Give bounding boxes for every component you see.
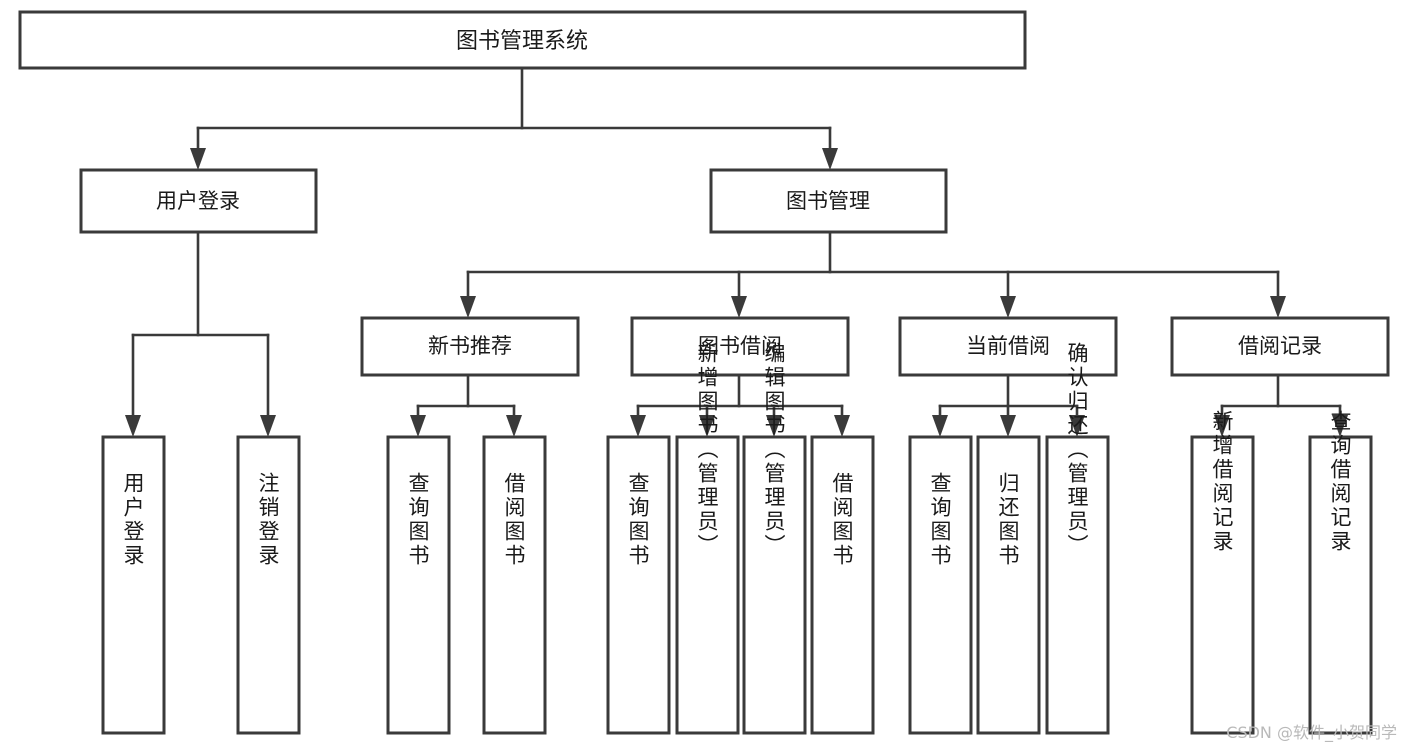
node-user-login-box[interactable] [79,168,318,234]
node-leaf-borrow-book-2[interactable]: 借阅图书 [810,435,875,735]
arrow-to-leaf-borrow-book-2 [834,415,850,437]
node-book-manage-box[interactable] [709,168,948,234]
node-leaf-edit-book-box[interactable] [742,435,807,735]
arrow-to-book-manage [822,148,838,170]
node-current-borrow-label: 当前借阅 [966,334,1050,358]
node-current-borrow-box[interactable] [898,316,1118,377]
node-root-box[interactable] [18,10,1027,70]
node-borrow-record[interactable]: 借阅记录 [1170,316,1390,377]
node-leaf-return-book-label: 归还图书 [996,472,1020,568]
node-borrow-record-box[interactable] [1170,316,1390,377]
node-leaf-borrow-book-1-box[interactable] [482,435,547,735]
arrow-to-current-borrow [1000,296,1016,318]
node-leaf-query-book-2[interactable]: 查询图书 [606,435,671,735]
node-new-book-rec[interactable]: 新书推荐 [360,316,580,377]
connectors-book-manage-to-level3 [460,230,1286,318]
arrow-to-new-book-rec [460,296,476,318]
node-leaf-logout[interactable]: 注销登录 [236,435,301,735]
connectors-new-book-rec-to-leaves [410,373,522,437]
node-user-login-label: 用户登录 [156,189,240,213]
node-leaf-query-book-1-label: 查询图书 [406,472,430,568]
node-leaf-query-record-label: 查询借阅记录 [1328,410,1352,554]
arrow-to-leaf-query-book-3 [932,415,948,437]
node-leaf-logout-box[interactable] [236,435,301,735]
node-book-borrow-label: 图书借阅 [698,334,782,358]
node-book-manage-label: 图书管理 [786,189,870,213]
arrow-to-leaf-add-record [1214,415,1230,437]
arrow-to-leaf-confirm-return [1069,415,1085,437]
arrow-to-leaf-query-book-2 [630,415,646,437]
node-new-book-rec-label: 新书推荐 [428,334,512,358]
connectors-current-borrow-to-leaves [932,373,1085,437]
node-leaf-query-book-1[interactable]: 查询图书 [386,435,451,735]
arrow-to-leaf-return-book [1000,415,1016,437]
connectors-book-borrow-to-leaves [630,373,850,437]
node-leaf-add-record-box[interactable] [1190,435,1255,735]
arrow-to-leaf-edit-book [766,415,782,437]
node-leaf-user-login[interactable]: 用户登录 [101,435,166,735]
node-leaf-query-book-3-box[interactable] [908,435,973,735]
node-new-book-rec-box[interactable] [360,316,580,377]
node-book-manage[interactable]: 图书管理 [709,168,948,234]
node-leaf-query-book-1-box[interactable] [386,435,451,735]
node-leaf-query-book-3-label: 查询图书 [928,472,952,568]
node-borrow-record-label: 借阅记录 [1238,334,1322,358]
arrow-to-leaf-add-book [699,415,715,437]
node-root-label: 图书管理系统 [456,29,588,54]
arrow-to-leaf-borrow-book-1 [506,415,522,437]
arrow-to-leaf-query-book-1 [410,415,426,437]
node-leaf-borrow-book-2-box[interactable] [810,435,875,735]
node-leaf-edit-book[interactable]: 编辑图书（管理员） [742,342,807,735]
node-book-borrow-box[interactable] [630,316,850,377]
node-leaf-query-record-box[interactable] [1308,435,1373,735]
node-leaf-borrow-book-1-label: 借阅图书 [502,472,526,568]
node-leaf-confirm-return-label: 确认归还（管理员） [1065,342,1089,558]
node-leaf-add-book-label: 新增图书（管理员） [695,342,719,558]
node-leaf-edit-book-label: 编辑图书（管理员） [762,342,786,558]
node-current-borrow[interactable]: 当前借阅 [898,316,1118,377]
node-leaf-borrow-book-2-label: 借阅图书 [830,472,854,568]
node-leaf-add-book-box[interactable] [675,435,740,735]
node-root[interactable]: 图书管理系统 [18,10,1027,70]
arrow-to-leaf-logout [260,415,276,437]
node-leaf-confirm-return-box[interactable] [1045,435,1110,735]
node-leaf-return-book[interactable]: 归还图书 [976,435,1041,735]
node-book-borrow[interactable]: 图书借阅 [630,316,850,377]
node-leaf-query-book-2-label: 查询图书 [626,472,650,568]
node-leaf-query-record[interactable]: 查询借阅记录 [1308,410,1373,735]
connectors-user-login-to-leaves [125,230,276,437]
connectors-root-to-level2 [190,66,838,170]
node-leaf-add-book[interactable]: 新增图书（管理员） [675,342,740,735]
node-leaf-user-login-label: 用户登录 [121,472,145,568]
arrow-to-leaf-query-record [1332,415,1348,437]
arrow-to-user-login [190,148,206,170]
connectors-borrow-record-to-leaves [1214,373,1348,437]
node-leaf-query-book-2-box[interactable] [606,435,671,735]
node-leaf-logout-label: 注销登录 [256,472,280,568]
arrow-to-borrow-record [1270,296,1286,318]
node-leaf-query-book-3[interactable]: 查询图书 [908,435,973,735]
node-leaf-borrow-book-1[interactable]: 借阅图书 [482,435,547,735]
node-leaf-confirm-return[interactable]: 确认归还（管理员） [1045,342,1110,735]
node-leaf-add-record[interactable]: 新增借阅记录 [1190,410,1255,735]
arrow-to-leaf-user-login [125,415,141,437]
arrow-to-book-borrow [731,296,747,318]
node-user-login[interactable]: 用户登录 [79,168,318,234]
node-leaf-add-record-label: 新增借阅记录 [1210,410,1234,554]
node-leaf-user-login-box[interactable] [101,435,166,735]
node-leaf-return-book-box[interactable] [976,435,1041,735]
